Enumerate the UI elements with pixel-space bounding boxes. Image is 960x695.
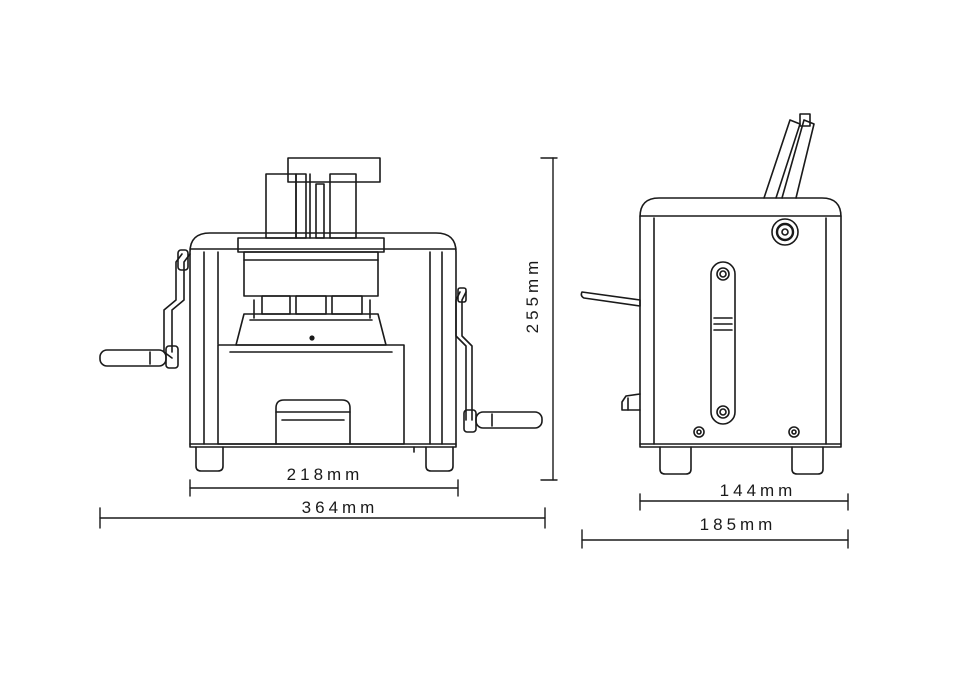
side-top-guides	[763, 113, 815, 199]
dim-label-185: 185mm	[700, 515, 777, 534]
front-housing	[189, 232, 457, 448]
side-slot	[710, 261, 736, 425]
side-knob	[771, 218, 799, 246]
side-tab	[621, 393, 641, 411]
dim-label-218: 218mm	[287, 465, 364, 484]
dim-label-255: 255mm	[523, 257, 542, 334]
cutting-mechanism	[235, 237, 387, 346]
side-feet	[659, 446, 824, 475]
feed-hopper	[265, 157, 381, 239]
front-view	[99, 157, 543, 472]
dim-label-144: 144mm	[720, 481, 797, 500]
front-feet	[195, 446, 454, 472]
side-lever	[580, 291, 641, 307]
side-housing	[639, 197, 842, 448]
dimension-lines	[99, 157, 849, 549]
collection-tray	[217, 344, 405, 445]
side-view	[580, 113, 842, 475]
left-crank-handle	[99, 249, 191, 369]
right-crank-handle	[455, 287, 543, 433]
side-screw	[788, 426, 800, 438]
side-screw	[693, 426, 705, 438]
dim-label-364: 364mm	[302, 498, 379, 517]
